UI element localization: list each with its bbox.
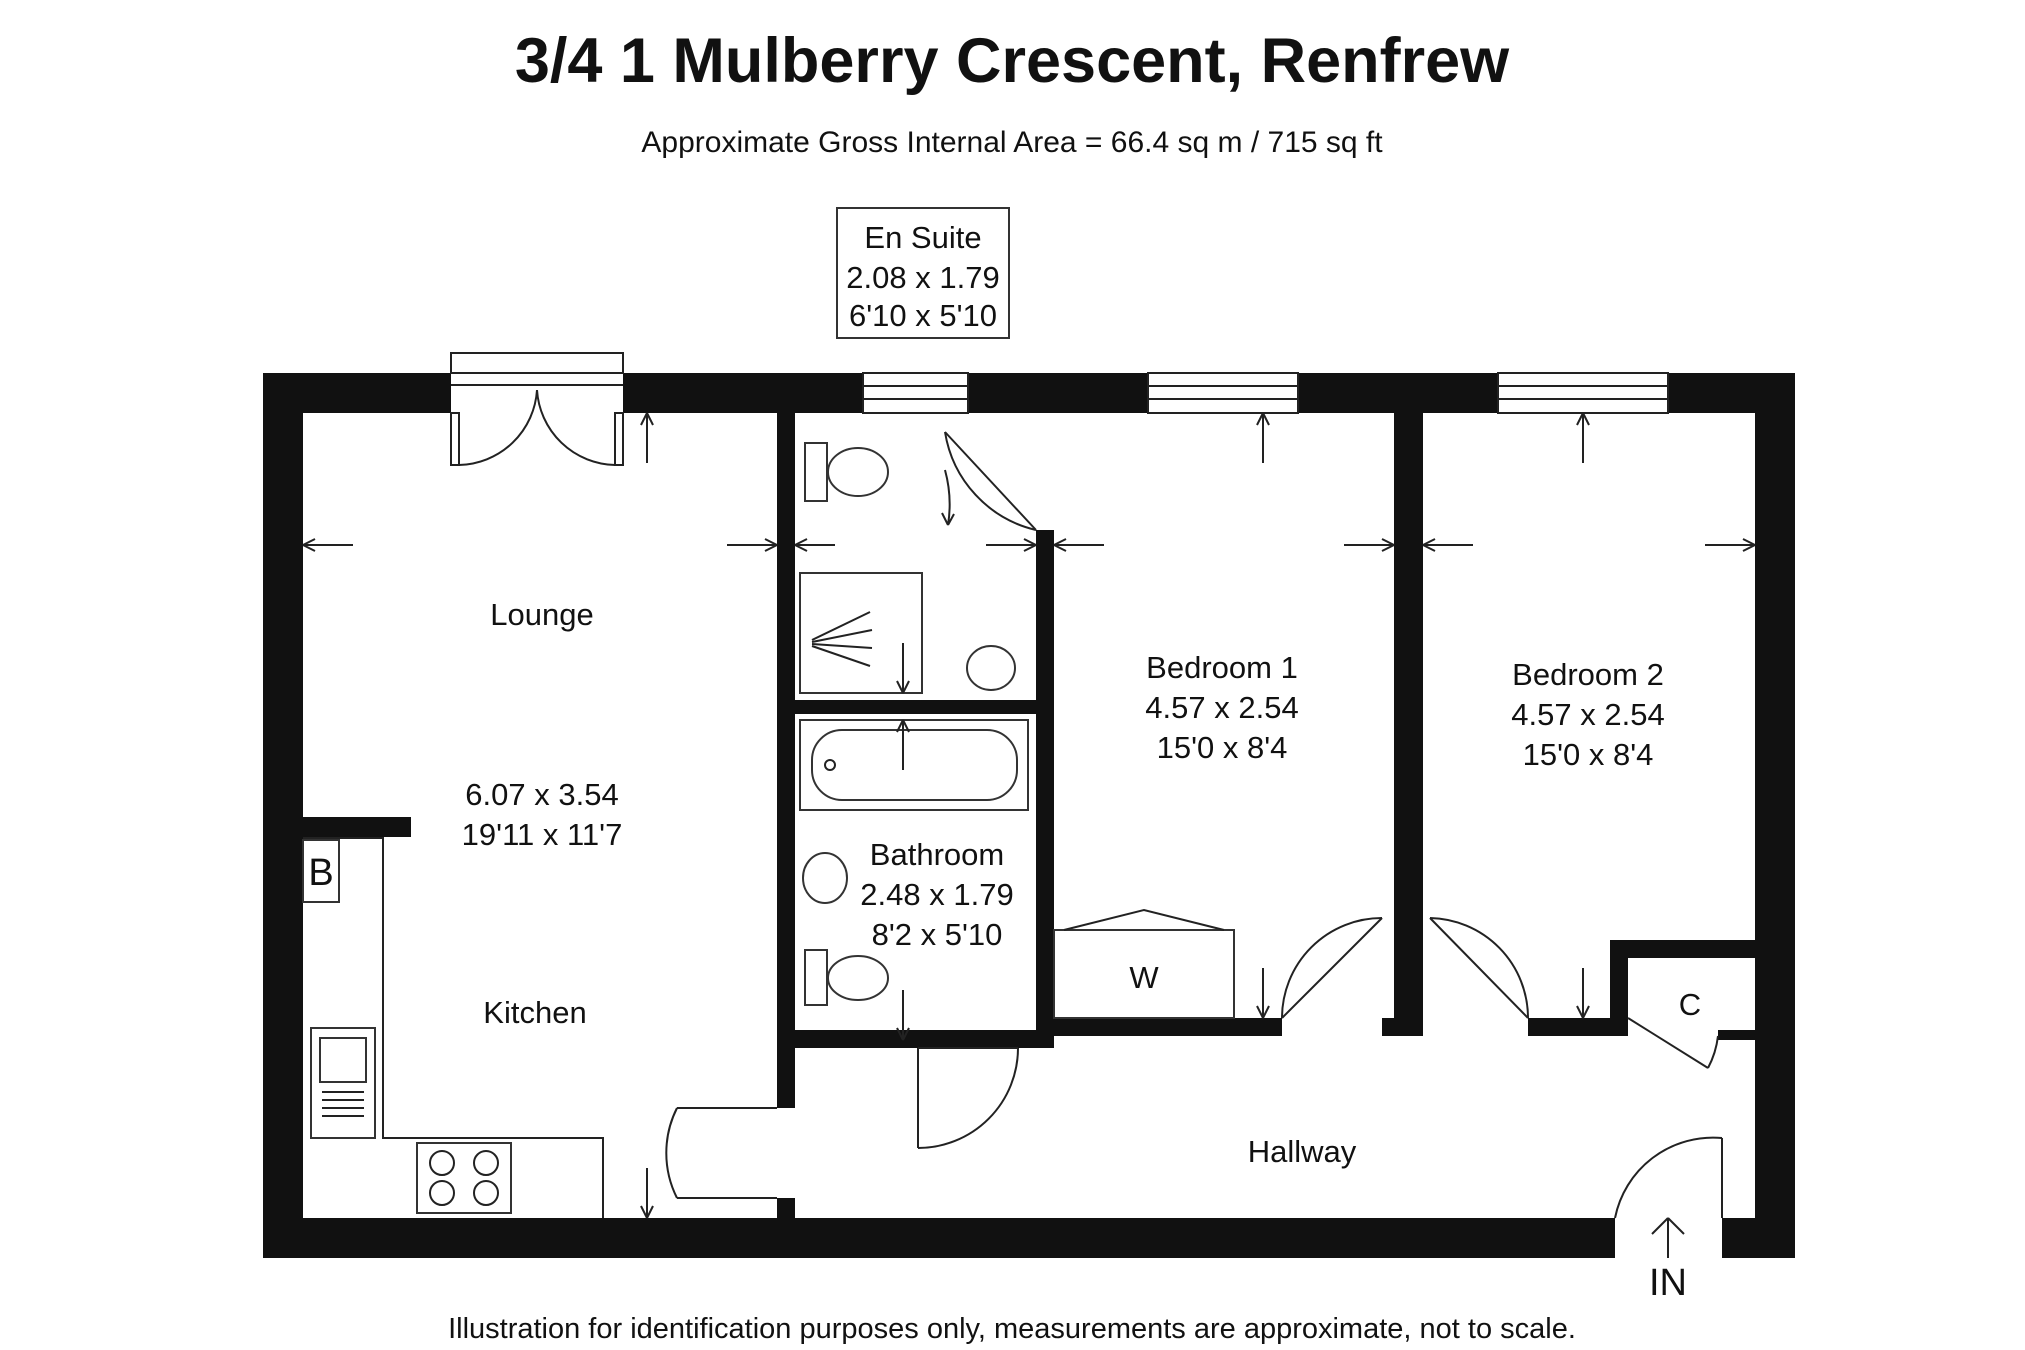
entrance-arrow-icon: [1651, 1217, 1685, 1258]
interior-walls: [303, 413, 1755, 1218]
bedroom1-metric: 4.57 x 2.54: [1145, 690, 1298, 725]
dimension-arrows: [302, 412, 1756, 1219]
ensuite-callout: [836, 207, 1010, 339]
top-openings: [450, 352, 1669, 414]
plan-title: 3/4 1 Mulberry Crescent, Renfrew: [515, 26, 1510, 96]
boiler-marker: B: [308, 852, 333, 894]
cupboard-marker: C: [1679, 987, 1701, 1022]
disclaimer: Illustration for identification purposes…: [448, 1313, 1576, 1345]
bedroom2-metric: 4.57 x 2.54: [1511, 697, 1664, 732]
bedroom1-name: Bedroom 1: [1146, 650, 1298, 685]
bedroom2-imperial: 15'0 x 8'4: [1523, 737, 1654, 772]
wardrobe: [1053, 908, 1235, 1019]
ensuite-metric: 2.08 x 1.79: [846, 260, 999, 295]
bathroom-imperial: 8'2 x 5'10: [872, 917, 1003, 952]
bathroom-name: Bathroom: [870, 837, 1004, 872]
entrance-marker: IN: [1649, 1262, 1687, 1304]
ensuite-imperial: 6'10 x 5'10: [849, 298, 997, 333]
interior-doors: [665, 431, 1723, 1219]
bedroom2-name: Bedroom 2: [1512, 657, 1664, 692]
hallway-name: Hallway: [1248, 1134, 1357, 1169]
kitchen-units: [303, 837, 604, 1218]
lounge-name: Lounge: [490, 597, 593, 632]
outer-walls: [263, 373, 1795, 1258]
boiler-cupboard: [302, 839, 340, 903]
wardrobe-marker: W: [1129, 960, 1159, 995]
kitchen-name: Kitchen: [483, 995, 586, 1030]
french-doors: [450, 389, 624, 466]
bedroom1-imperial: 15'0 x 8'4: [1157, 730, 1288, 765]
bathroom-fixtures: [799, 719, 1029, 1006]
ensuite-fixtures: [799, 442, 1016, 694]
bathroom-metric: 2.48 x 1.79: [860, 877, 1013, 912]
ensuite-name: En Suite: [864, 220, 981, 255]
lounge-imperial: 19'11 x 11'7: [462, 817, 623, 852]
lounge-metric: 6.07 x 3.54: [465, 777, 618, 812]
plan-subtitle: Approximate Gross Internal Area = 66.4 s…: [641, 126, 1383, 159]
